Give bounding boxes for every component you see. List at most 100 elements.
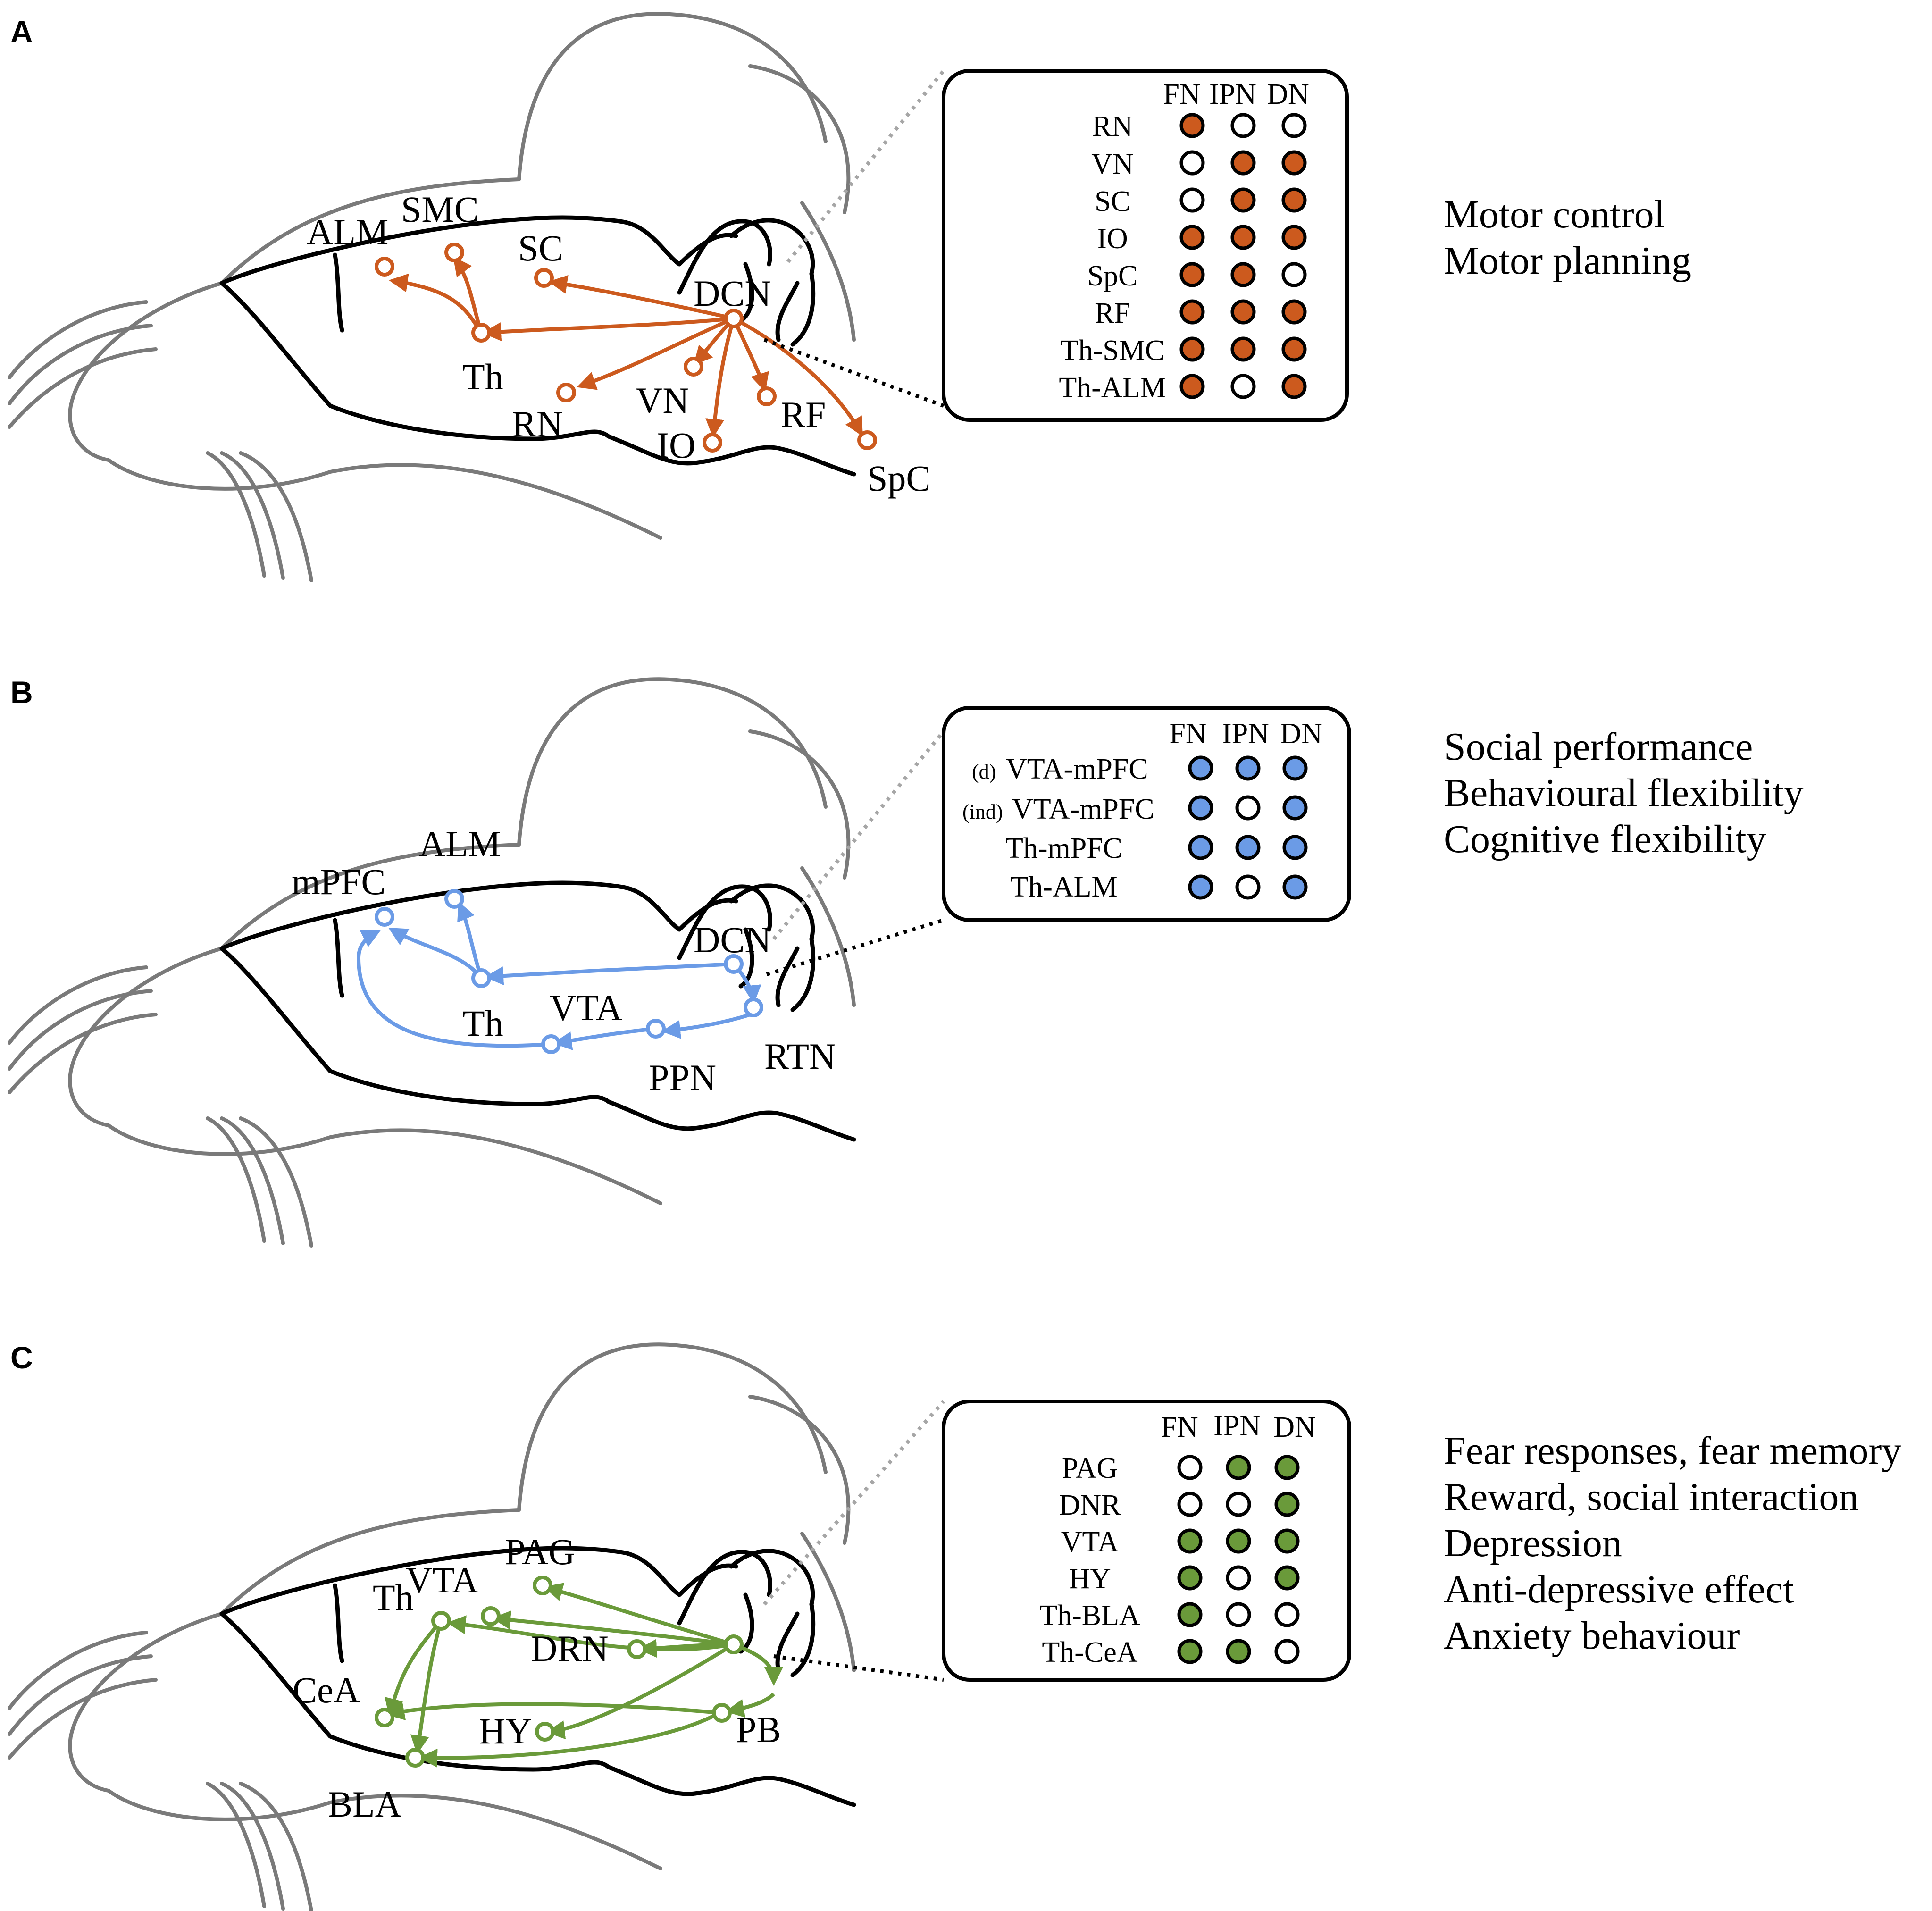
label-smc: SMC (401, 189, 479, 230)
dot-grid (1188, 755, 1308, 900)
projection-arrows (385, 1583, 783, 1768)
row-label: RN (1092, 110, 1133, 142)
row-label: Th-SMC (1061, 335, 1164, 367)
row-label: HY (1069, 1563, 1111, 1595)
connection-dot-filled (1281, 299, 1307, 325)
node-cea (375, 1708, 394, 1727)
label-mpfc: mPFC (292, 861, 385, 902)
row-label: VN (1091, 148, 1134, 180)
column-header: IPN (1209, 78, 1256, 110)
connection-dot-filled (1274, 1492, 1300, 1517)
node-mpfc (375, 907, 394, 927)
connectivity-table: FN IPN DN PAG DNR VTA HY Th-BLA Th-CeA (1039, 1410, 1316, 1668)
label-th: Th (462, 1003, 503, 1044)
node-pag (533, 1576, 552, 1595)
row-label: VTA-mPFC (1012, 793, 1154, 825)
label-alm: ALM (419, 823, 501, 864)
node-rtn (744, 997, 763, 1017)
connection-dot-empty (1274, 1602, 1300, 1627)
label-rn: RN (512, 403, 563, 444)
label-pb: PB (736, 1709, 781, 1750)
connection-dot-filled (1179, 299, 1205, 325)
connection-dot-filled (1274, 1528, 1300, 1554)
connection-dot-filled (1282, 835, 1308, 860)
label-rf: RF (781, 394, 826, 435)
row-label: Th-CeA (1042, 1636, 1137, 1668)
connection-dot-filled (1177, 1639, 1203, 1664)
connection-dot-filled (1281, 374, 1307, 399)
zoom-line-bottom (773, 1654, 944, 1682)
connectivity-table: FN IPN DN RN VN SC IO SpC RF Th-SMC Th-A… (1059, 78, 1309, 404)
label-drn: DRN (531, 1628, 609, 1669)
panel-letter: B (10, 675, 33, 710)
connection-dot-empty (1226, 1492, 1251, 1517)
panel-a: A (8, 12, 1691, 582)
node-dcn (724, 1634, 744, 1654)
connection-dot-filled (1282, 755, 1308, 781)
label-rtn: RTN (764, 1036, 836, 1077)
connectivity-table: FN IPN DN (d) VTA-mPFC (ind) VTA-mPFC Th… (962, 718, 1322, 903)
connection-dot-filled (1177, 1528, 1203, 1554)
row-label: VTA-mPFC (1006, 753, 1148, 785)
label-vta: VTA (406, 1559, 478, 1601)
dot-grid (1179, 113, 1307, 399)
connection-dot-filled (1230, 299, 1256, 325)
connection-dot-filled (1281, 187, 1307, 213)
node-drn (627, 1639, 647, 1659)
connection-dot-filled (1179, 225, 1205, 250)
label-pag: PAG (505, 1531, 575, 1572)
node-th (471, 968, 491, 988)
connection-dot-empty (1281, 113, 1307, 138)
node-alm (444, 889, 464, 909)
connection-dot-filled (1188, 755, 1213, 781)
connection-dot-filled (1281, 336, 1307, 362)
node-dcn (724, 954, 744, 974)
function-item: Anti-depressive effect (1444, 1567, 1794, 1611)
function-item: Motor planning (1444, 239, 1691, 283)
mouse-head-outline (8, 1342, 856, 1911)
node-smc (444, 243, 464, 262)
node-alm (375, 257, 394, 277)
label-dcn: DCN (694, 273, 771, 314)
brain-outline (219, 215, 856, 477)
function-list: Motor control Motor planning (1444, 193, 1691, 283)
connection-dot-filled (1188, 874, 1213, 900)
column-header: IPN (1213, 1410, 1261, 1442)
connection-dot-filled (1179, 374, 1205, 399)
connection-dot-empty (1226, 1565, 1251, 1591)
projection-arrows (356, 901, 761, 1050)
row-label: Th-mPFC (1005, 832, 1122, 864)
connection-dot-filled (1177, 1602, 1203, 1627)
label-spc: SpC (867, 458, 930, 499)
row-label: SpC (1087, 260, 1138, 292)
panel-letter: C (10, 1340, 33, 1375)
row-label: Th-BLA (1039, 1600, 1140, 1632)
node-vn (684, 357, 703, 377)
connection-dot-filled (1282, 874, 1308, 900)
connection-dot-filled (1235, 755, 1261, 781)
label-th: Th (462, 356, 503, 397)
connection-dot-empty (1226, 1602, 1251, 1627)
node-vta (481, 1606, 501, 1626)
brain-outline (219, 880, 856, 1142)
connection-dot-filled (1188, 795, 1213, 821)
function-item: Social performance (1444, 725, 1753, 769)
region-nodes (375, 243, 877, 453)
node-th (471, 323, 491, 343)
connection-dot-filled (1235, 835, 1261, 860)
region-labels: VTA PAG Th DRN CeA HY PB BLA (293, 1531, 781, 1825)
connection-dot-filled (1226, 1639, 1251, 1664)
connection-dot-filled (1188, 835, 1213, 860)
connection-dot-empty (1177, 1455, 1203, 1480)
label-sc: SC (518, 227, 563, 268)
node-ppn (646, 1019, 666, 1039)
label-hy: HY (479, 1710, 532, 1752)
function-item: Fear responses, fear memory (1444, 1429, 1901, 1473)
connection-dot-filled (1230, 150, 1256, 176)
connection-dot-filled (1226, 1528, 1251, 1554)
connection-dot-filled (1179, 262, 1205, 287)
connection-dot-empty (1179, 150, 1205, 176)
column-header: FN (1161, 1411, 1198, 1443)
connection-dot-filled (1230, 336, 1256, 362)
